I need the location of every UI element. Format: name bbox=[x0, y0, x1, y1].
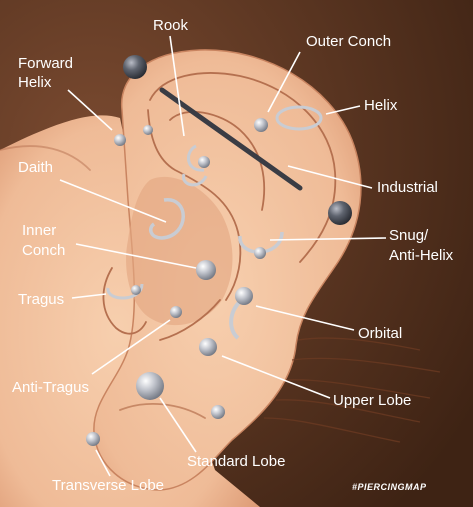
anti-tragus-stud bbox=[170, 306, 182, 318]
leader-rook bbox=[169, 35, 185, 137]
label-forward-helix-line1: Forward bbox=[18, 55, 73, 72]
upper-lobe-stud bbox=[199, 338, 217, 356]
industrial-bar bbox=[159, 87, 303, 191]
standard-lobe-stud bbox=[136, 372, 164, 400]
leader-forward-helix bbox=[67, 89, 113, 131]
leader-transverse-lobe bbox=[95, 449, 111, 477]
leader-outer-conch bbox=[267, 51, 301, 113]
conch-bowl bbox=[126, 176, 233, 326]
industrial-ball-top bbox=[123, 55, 147, 79]
inner-conch-stud bbox=[196, 260, 216, 280]
leader-anti-tragus bbox=[91, 319, 171, 375]
leader-tragus bbox=[71, 293, 107, 299]
rook-lower-ring bbox=[182, 173, 208, 187]
leader-helix bbox=[325, 105, 361, 115]
leader-standard-lobe bbox=[159, 397, 197, 453]
leader-inner-conch bbox=[75, 243, 197, 269]
label-standard-lobe: Standard Lobe bbox=[187, 453, 285, 470]
hair-lines bbox=[263, 337, 441, 443]
rook-bead bbox=[198, 156, 210, 168]
head-contour bbox=[0, 145, 91, 171]
rook-ring bbox=[187, 144, 205, 172]
label-upper-lobe: Upper Lobe bbox=[333, 392, 411, 409]
antitragus-fold bbox=[159, 299, 221, 341]
label-forward-helix-line2: Helix bbox=[18, 74, 52, 91]
snug-bead bbox=[254, 247, 266, 259]
label-helix: Helix bbox=[364, 97, 398, 114]
label-daith: Daith bbox=[18, 159, 53, 176]
antihelix-fold bbox=[147, 109, 242, 301]
label-orbital: Orbital bbox=[358, 325, 402, 342]
orbital-ball bbox=[235, 287, 253, 305]
label-transverse-lobe: Transverse Lobe bbox=[52, 477, 164, 494]
standard-lobe-back bbox=[211, 405, 225, 419]
leader-daith bbox=[59, 179, 167, 223]
leader-industrial bbox=[287, 165, 373, 189]
tragus-bead bbox=[131, 285, 141, 295]
helix-hoop bbox=[275, 105, 323, 131]
label-snug-line2: Anti-Helix bbox=[389, 247, 454, 264]
leader-upper-lobe bbox=[221, 355, 331, 399]
tragus-hoop bbox=[106, 283, 144, 300]
label-anti-tragus: Anti-Tragus bbox=[12, 379, 89, 396]
watermark: #PIERCINGMAP bbox=[352, 482, 427, 492]
forward-helix-stud-2 bbox=[143, 125, 153, 135]
head-skin bbox=[0, 115, 260, 507]
forward-helix-stud-1 bbox=[114, 134, 126, 146]
label-tragus: Tragus bbox=[18, 291, 64, 308]
leader-snug bbox=[269, 237, 387, 241]
lobe-fold bbox=[119, 402, 206, 419]
label-inner-conch-line2: Conch bbox=[22, 242, 65, 259]
outer-conch-stud bbox=[254, 118, 268, 132]
label-snug-line1: Snug/ bbox=[389, 227, 429, 244]
label-industrial: Industrial bbox=[377, 179, 438, 196]
daith-hoop bbox=[148, 198, 185, 240]
industrial-ball-bottom bbox=[328, 201, 352, 225]
antihelix-inner bbox=[169, 110, 266, 211]
tragus-fold bbox=[102, 267, 147, 335]
label-rook: Rook bbox=[153, 17, 189, 34]
leader-lines bbox=[59, 35, 387, 477]
transverse-lobe-stud bbox=[86, 432, 100, 446]
label-outer-conch: Outer Conch bbox=[306, 33, 391, 50]
helix-rim bbox=[149, 72, 337, 263]
label-inner-conch-line1: Inner bbox=[22, 222, 56, 239]
leader-orbital bbox=[255, 305, 355, 331]
